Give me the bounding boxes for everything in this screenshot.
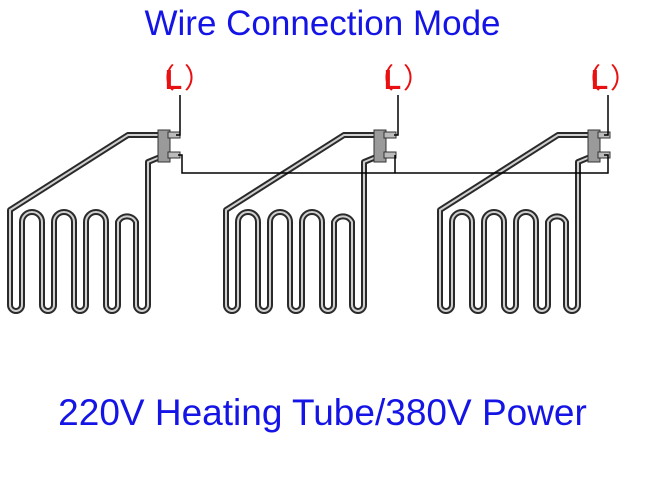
label-close-paren: ） [403, 63, 431, 94]
live-lead-2 [394, 95, 399, 136]
heating-element-3 [437, 129, 611, 314]
common-bus-wire [178, 154, 609, 174]
heating-tubes [7, 129, 611, 314]
terminal-label-2: （L） [366, 63, 431, 95]
heating-element-1 [7, 129, 181, 314]
diagram-caption: 220V Heating Tube/380V Power [58, 392, 587, 433]
label-letter: L [384, 64, 401, 95]
live-lead-3 [604, 95, 609, 136]
terminal-label-3: （L） [573, 63, 638, 95]
heating-element-2 [223, 129, 397, 314]
label-open-paren: （ [573, 63, 601, 94]
diagram-title: Wire Connection Mode [144, 4, 501, 43]
terminal-label-1: （L） [147, 63, 212, 95]
label-close-paren: ） [610, 63, 638, 94]
label-letter: L [591, 64, 608, 95]
label-open-paren: （ [147, 63, 175, 94]
terminal-flange [373, 129, 387, 163]
live-lead-1 [176, 95, 181, 136]
terminal-bottom [383, 151, 397, 159]
wires [176, 95, 609, 174]
tube-highlight [225, 134, 382, 312]
terminal-flange [587, 129, 601, 163]
tube-highlight [439, 134, 596, 312]
tube-highlight [9, 134, 166, 312]
label-close-paren: ） [184, 63, 212, 94]
label-open-paren: （ [366, 63, 394, 94]
label-letter: L [165, 64, 182, 95]
terminal-flange [157, 129, 171, 163]
terminal-labels: （L）（L）（L） [147, 63, 638, 95]
